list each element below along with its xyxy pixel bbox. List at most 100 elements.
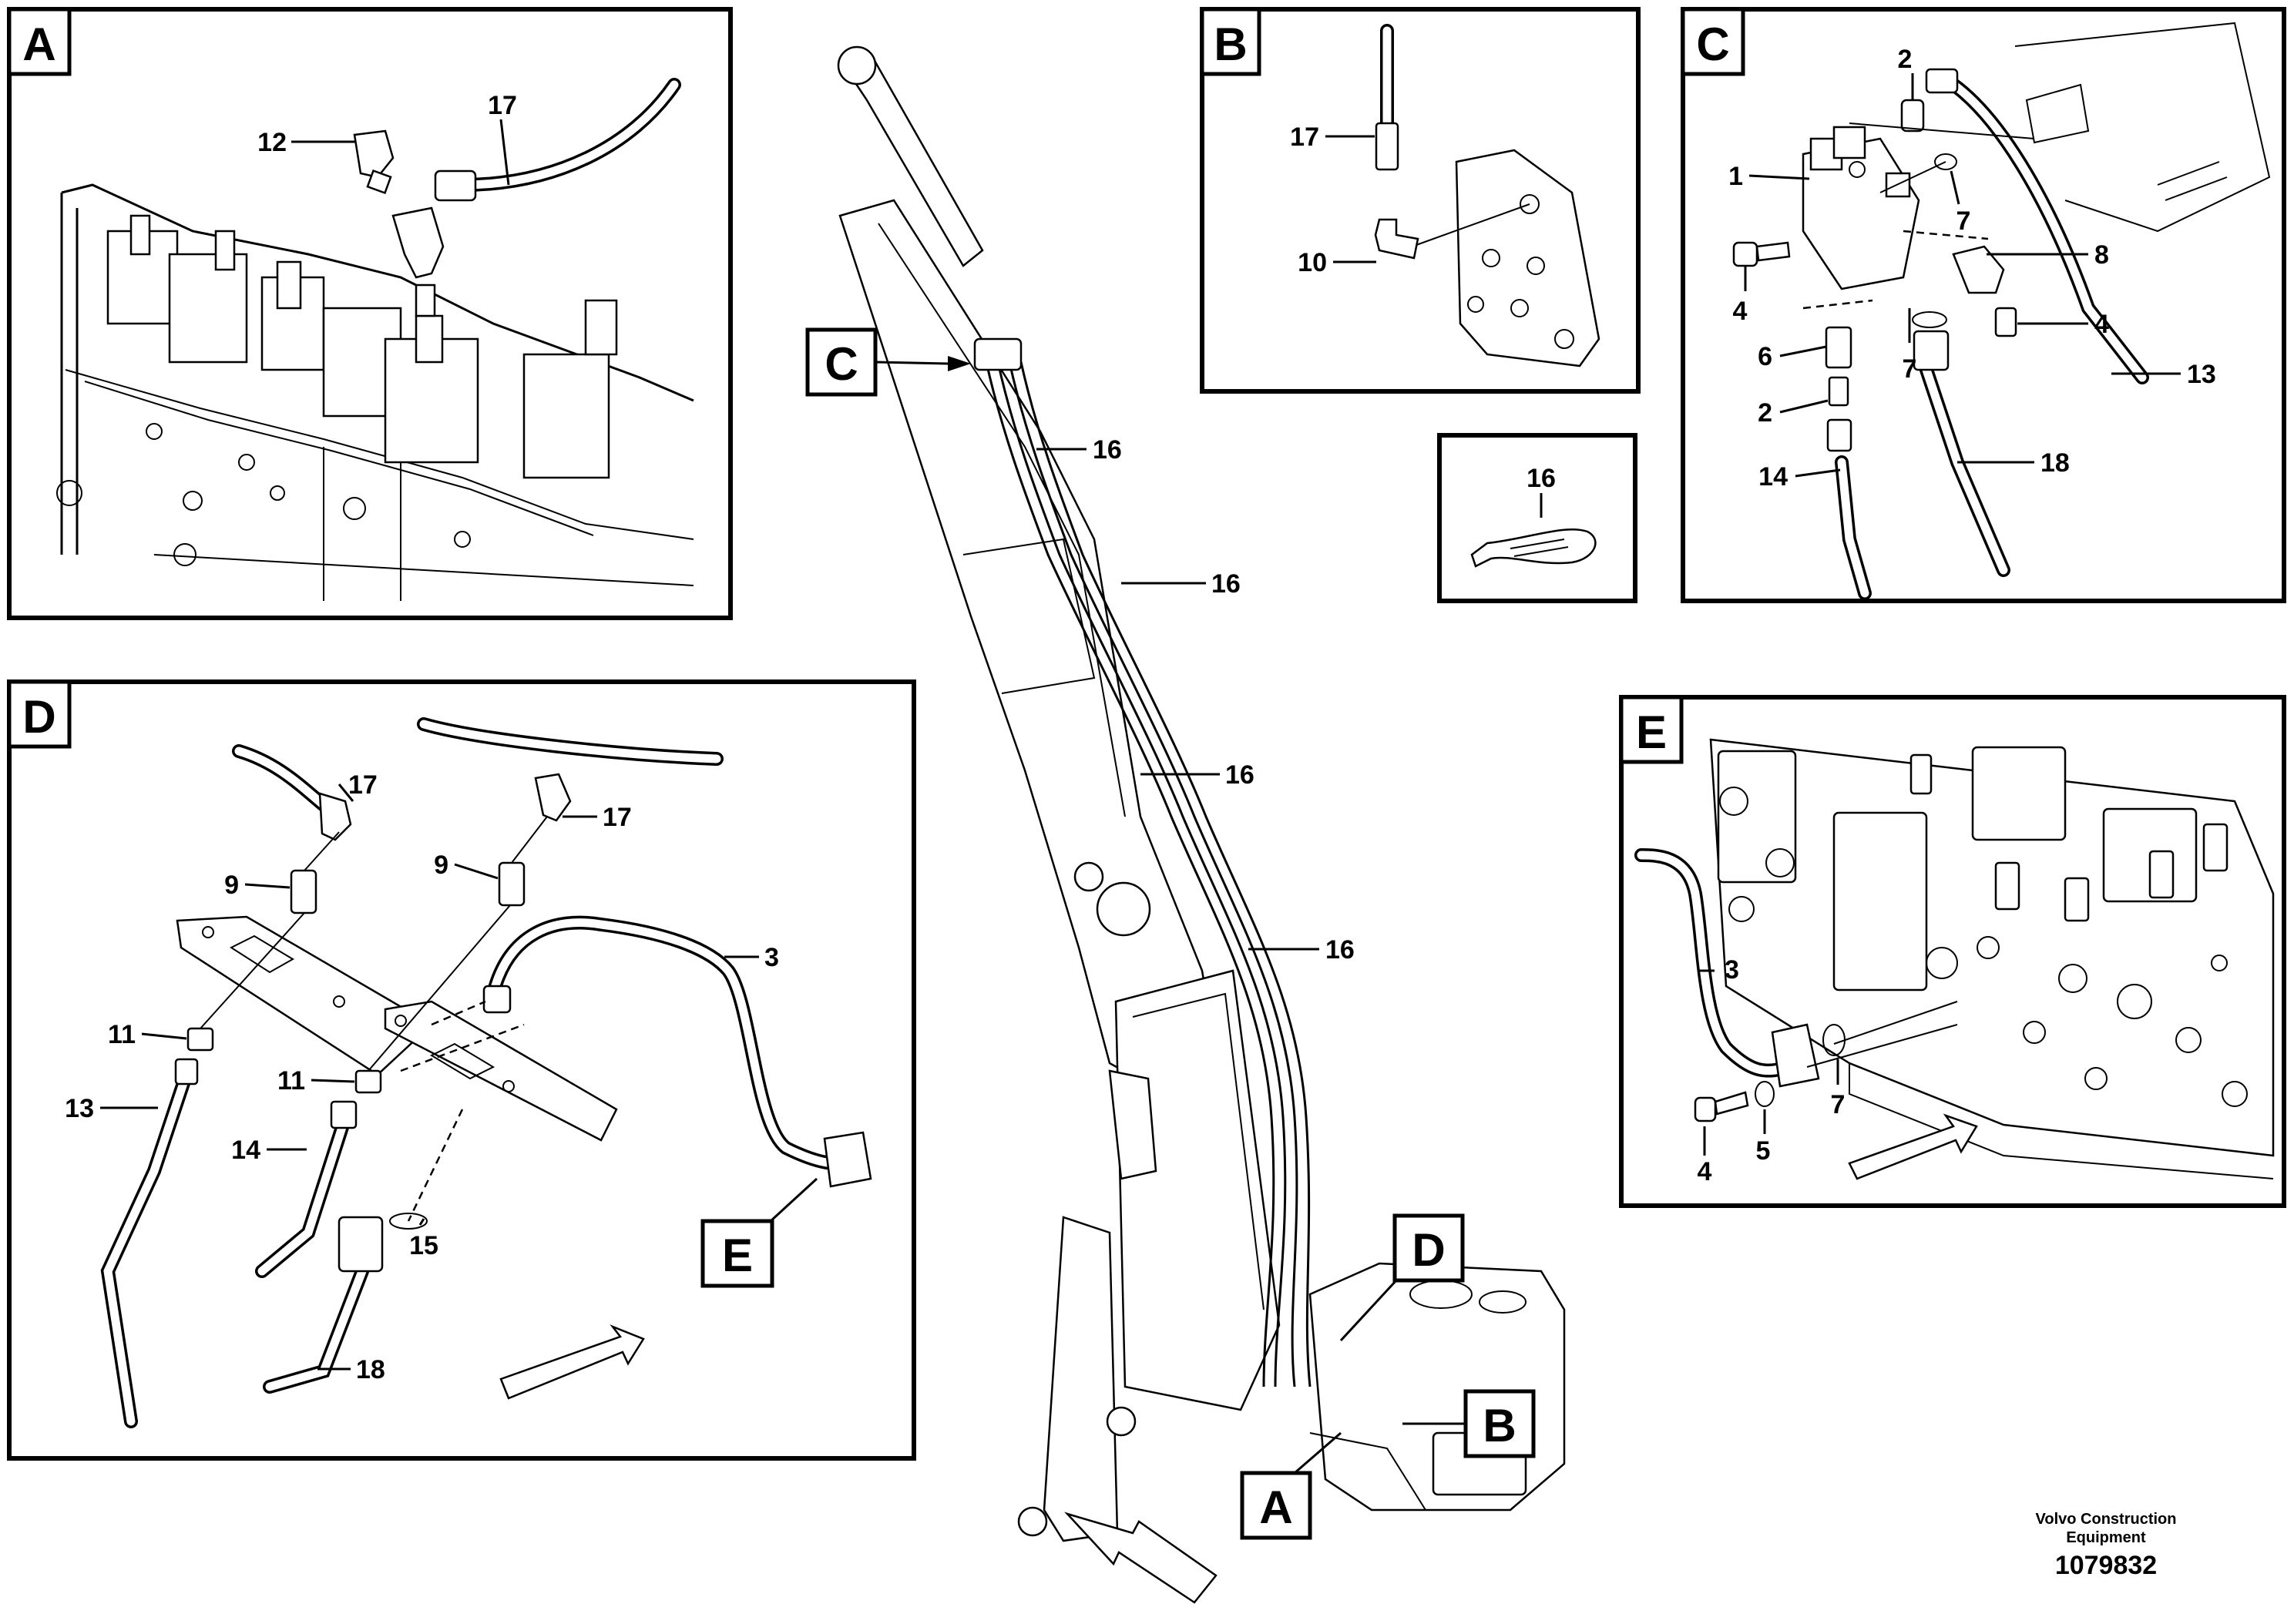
hose-17-b <box>1375 24 1399 171</box>
main-tag-c-box <box>805 327 878 397</box>
callout-b-10: 10 <box>1298 248 1327 277</box>
panel-tie-frame <box>1437 433 1637 603</box>
callout-c-14: 14 <box>1758 462 1788 492</box>
callout-e-7: 7 <box>1831 1090 1846 1119</box>
hose-17 <box>434 78 681 202</box>
hydraulic-lines <box>973 337 1312 1387</box>
callout-e-5: 5 <box>1756 1136 1771 1166</box>
panel-b-tag-box <box>1200 7 1261 76</box>
main-tag-d: D <box>1412 1224 1445 1276</box>
valve-body-1 <box>1802 126 1920 290</box>
callout-c-6: 6 <box>1758 342 1772 371</box>
callout-d-9-right: 9 <box>434 851 448 880</box>
panel-e-tag: E <box>1636 706 1667 758</box>
callout-main-16-2: 16 <box>1211 569 1241 599</box>
main-direction-arrow <box>1064 1512 1218 1604</box>
callout-c-1: 1 <box>1728 162 1743 191</box>
main-tag-a-box <box>1240 1471 1312 1540</box>
panel-c-tag: C <box>1696 18 1729 70</box>
o-ring-7-lower <box>1912 311 1947 328</box>
elbow-fitting-10 <box>1374 218 1419 260</box>
callout-e-3: 3 <box>1725 955 1739 985</box>
pipe-3-d <box>482 915 872 1188</box>
callout-d-14: 14 <box>231 1136 260 1165</box>
callout-main-16-4: 16 <box>1325 935 1355 965</box>
elbow-fitting-12 <box>353 129 395 195</box>
callout-c-7-upper: 7 <box>1956 206 1971 236</box>
cabin-block-drawing <box>1308 1262 1566 1512</box>
hose-14 <box>1835 455 1872 600</box>
hose-17-d-right <box>417 717 724 822</box>
callout-a-12: 12 <box>257 128 287 157</box>
drawing-number: 1079832 <box>2055 1551 2157 1580</box>
adapter-fitting <box>391 206 445 317</box>
main-tag-b: B <box>1483 1400 1516 1451</box>
footer: Volvo Construction Equipment 1079832 <box>2036 1511 2177 1580</box>
hose-14-d <box>255 1100 358 1278</box>
callout-d-13: 13 <box>65 1094 94 1123</box>
mounting-plates-d <box>176 915 618 1142</box>
panel-a-tag-box <box>7 7 72 76</box>
panel-d-tag-box <box>7 679 72 749</box>
callout-d-17-left: 17 <box>348 770 378 800</box>
callout-d-18: 18 <box>356 1355 385 1384</box>
callout-b-17: 17 <box>1290 122 1319 152</box>
callout-d-11-left: 11 <box>108 1020 136 1049</box>
panel-b: B 17 10 <box>1200 7 1641 394</box>
callout-e-4: 4 <box>1698 1157 1712 1186</box>
callout-a-17: 17 <box>488 91 517 120</box>
panel-e: E <box>1619 695 2286 1208</box>
o-ring-15 <box>389 1213 428 1230</box>
panel-d-frame <box>7 679 916 1461</box>
valve-block-drawing <box>56 183 694 601</box>
hose-13 <box>1925 68 2149 384</box>
control-valve-drawing <box>1709 738 2275 1179</box>
callout-d-15: 15 <box>409 1231 438 1260</box>
panel-e-tag-box <box>1619 695 1684 764</box>
direction-arrow-e <box>1848 1113 1978 1180</box>
callout-main-16-3: 16 <box>1225 760 1254 790</box>
o-ring-7-upper <box>1934 153 1957 170</box>
adapter-6 <box>1825 326 1852 452</box>
nut-11-left <box>186 1027 214 1052</box>
direction-arrow-d <box>499 1324 645 1400</box>
mounting-plate <box>1455 149 1600 367</box>
panel-b-tag: B <box>1214 18 1247 70</box>
panel-a: A <box>7 7 733 620</box>
frame-bracket <box>2014 22 2271 233</box>
callout-d-11-right: 11 <box>277 1066 305 1096</box>
hose-17-d-left <box>232 744 352 841</box>
bolt-4-e <box>1694 1091 1749 1122</box>
callout-c-4-right: 4 <box>2094 310 2109 339</box>
panel-a-tag: A <box>22 18 55 70</box>
callout-c-13: 13 <box>2187 360 2216 389</box>
callout-c-7-lower: 7 <box>1903 354 1917 384</box>
panel-d-ref-e: E <box>722 1230 753 1281</box>
adapter-9-left <box>290 869 317 914</box>
nut-11-right <box>354 1069 382 1094</box>
callout-c-4-left: 4 <box>1733 297 1748 326</box>
panel-d: D <box>7 679 916 1461</box>
panel-c-tag-box <box>1681 7 1745 76</box>
callout-d-17-right: 17 <box>603 803 632 832</box>
main-tag-a: A <box>1259 1481 1292 1533</box>
panel-cable-tie: 16 <box>1437 433 1637 603</box>
callout-c-18: 18 <box>2040 448 2070 478</box>
callout-c-8: 8 <box>2094 240 2109 270</box>
callout-main-16-1: 16 <box>1093 435 1122 465</box>
hose-18-d <box>263 1216 384 1394</box>
adapter-9-right <box>498 861 526 907</box>
main-machine-view: C 16 16 16 16 D B A <box>805 45 1566 1604</box>
boom-drawing <box>837 45 1281 1542</box>
panel-d-ref-e-box <box>700 1219 774 1288</box>
fitting-2-top <box>1900 99 1925 133</box>
panel-c: C <box>1681 7 2286 603</box>
main-tag-d-box <box>1392 1213 1465 1283</box>
callout-tie-16: 16 <box>1527 464 1556 493</box>
callout-c-2-top: 2 <box>1898 45 1913 74</box>
washer-5-e <box>1755 1081 1775 1107</box>
main-tag-c: C <box>825 338 858 390</box>
cable-tie-icon <box>1470 528 1597 568</box>
